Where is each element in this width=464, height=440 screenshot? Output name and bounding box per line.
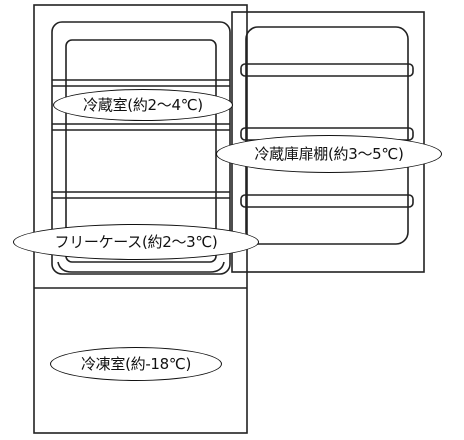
fresh-case-drawer xyxy=(57,261,225,273)
door-inner-liner xyxy=(245,26,409,245)
refrigerator-compartment-label: 冷蔵室(約2～4℃) xyxy=(53,89,233,121)
freezer-compartment-label: 冷凍室(約-18℃) xyxy=(50,347,222,381)
fresh-case-label: フリーケース(約2～3℃) xyxy=(13,224,259,260)
refrigerator-door-shelf-label: 冷蔵庫扉棚(約3～5℃) xyxy=(216,135,442,173)
door-pocket-top xyxy=(240,63,414,77)
fridge-door xyxy=(231,11,425,273)
fridge-cabinet xyxy=(33,4,248,434)
door-pocket-bottom xyxy=(240,194,414,208)
